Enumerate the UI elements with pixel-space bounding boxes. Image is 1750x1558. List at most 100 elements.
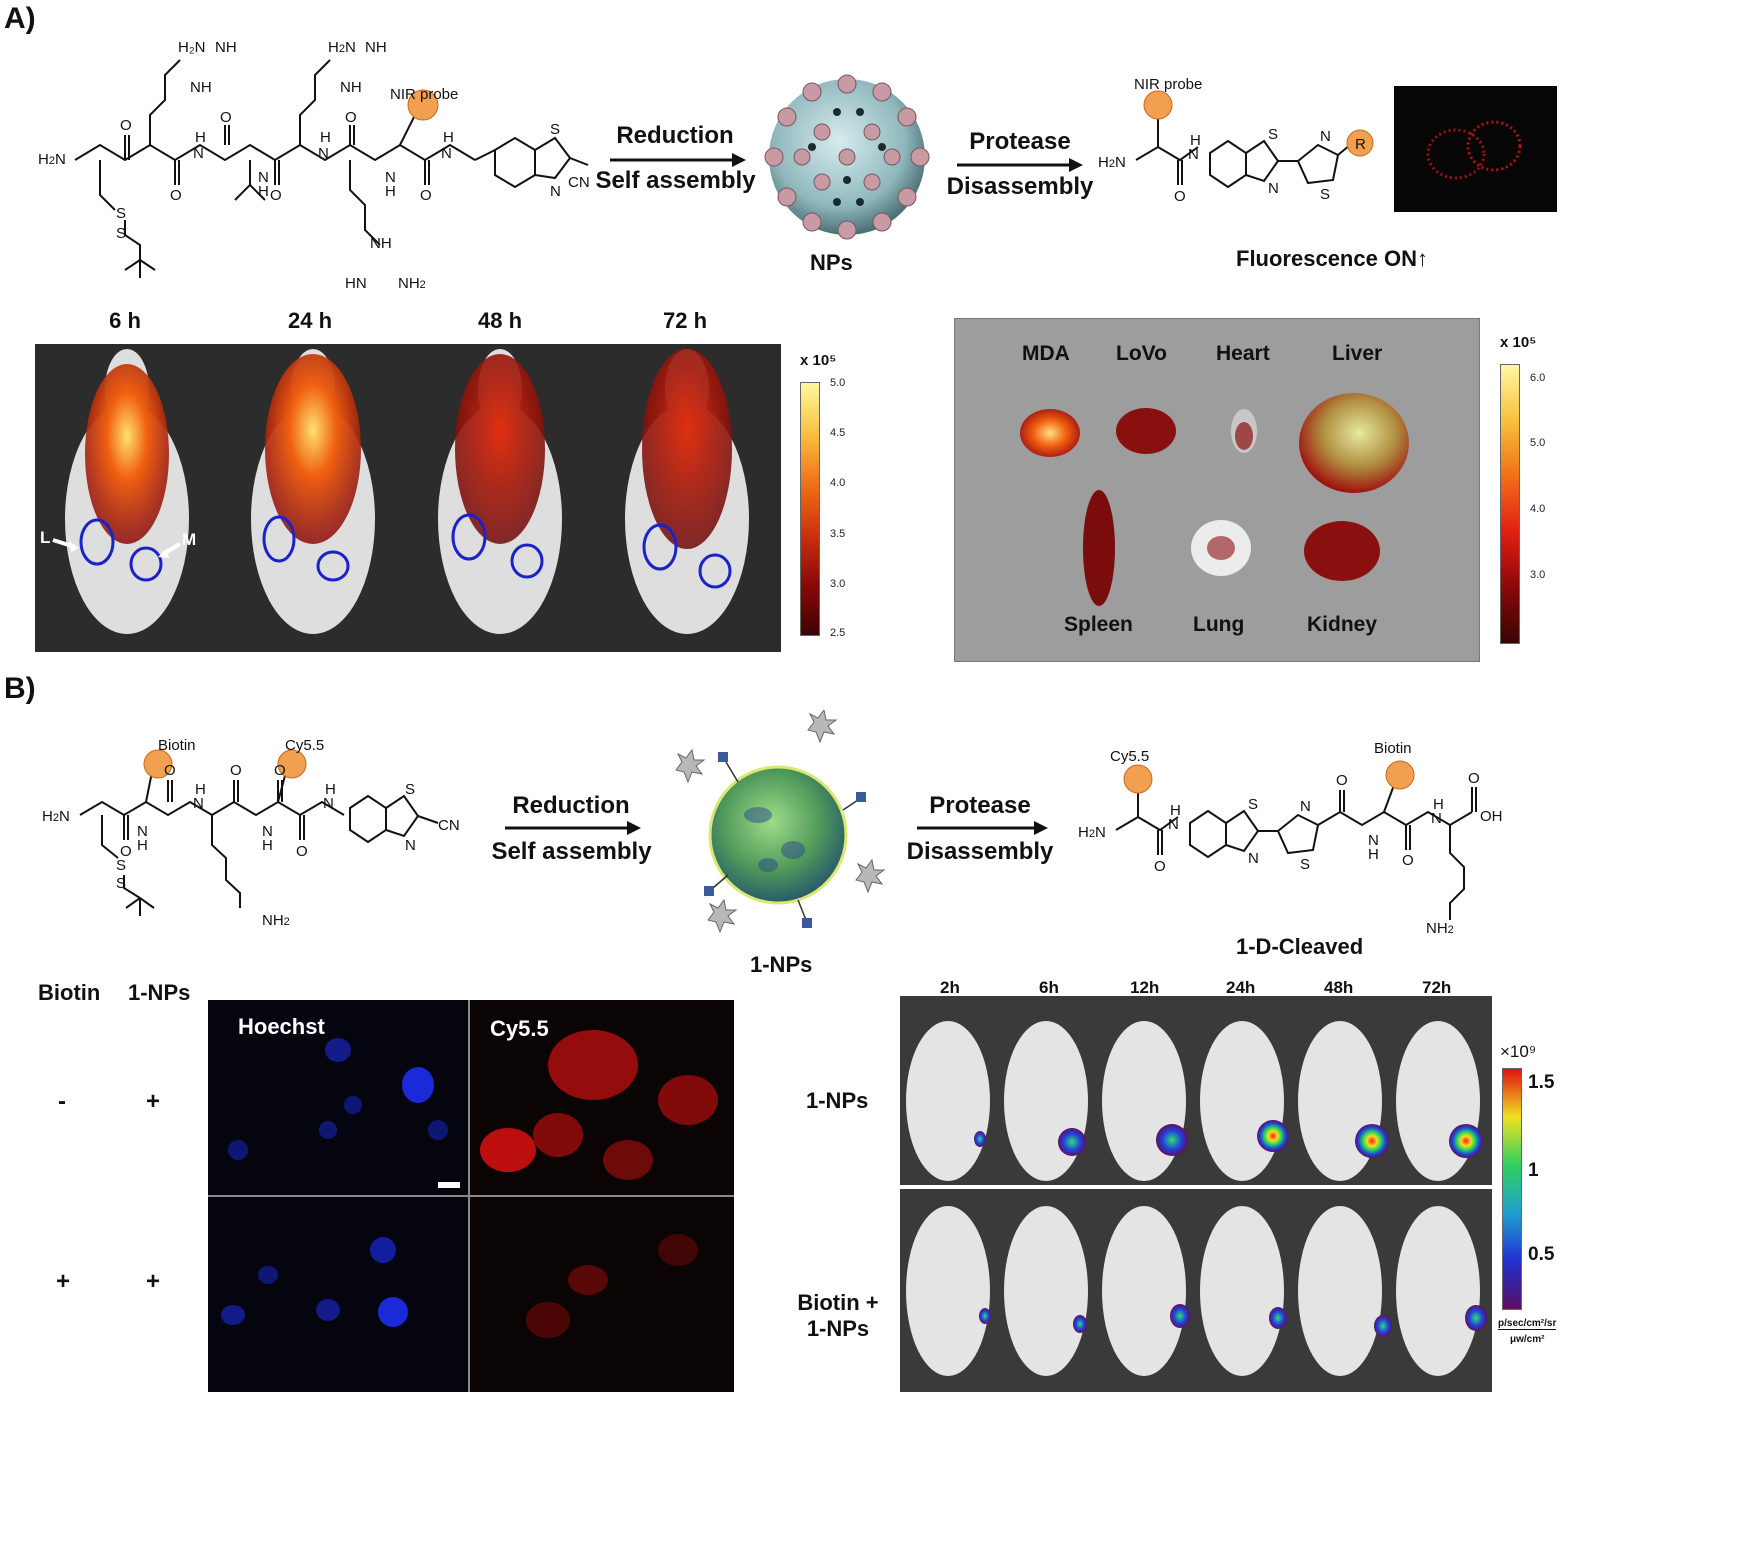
svg-text:R: R [1355, 136, 1366, 153]
organ-label-lung: Lung [1193, 613, 1245, 636]
colorbar-1-tick: 4.0 [830, 477, 846, 489]
svg-text:CN: CN [568, 174, 590, 191]
svg-text:S: S [1248, 796, 1258, 813]
colorbar-1-tick: 4.5 [830, 427, 846, 439]
panel-a-in-vivo-imaging [35, 344, 781, 652]
channel-label-cy55: Cy5.5 [490, 1016, 549, 1041]
panel-b-cleaved-product-structure: Cy5.5 Biotin H2N HN O S N N S O NH O HN … [1078, 740, 1503, 937]
organ-label-spleen: Spleen [1064, 613, 1133, 636]
svg-text:NH2: NH2 [262, 912, 290, 929]
panel-b-protease-arrow [917, 821, 1048, 835]
condition-row1-biotin: - [58, 1088, 66, 1115]
svg-text:S: S [550, 121, 560, 138]
svg-text:NH: NH [190, 79, 212, 96]
svg-text:O: O [270, 187, 282, 204]
panel-a-fluorescence-cell-image [1394, 86, 1557, 212]
svg-text:H: H [320, 129, 331, 146]
colorbar-2-tick: 5.0 [1530, 437, 1546, 449]
colorbar-1-tick: 2.5 [830, 627, 846, 639]
colorbar-2-tick: 3.0 [1530, 569, 1546, 581]
svg-text:N: N [193, 795, 204, 812]
svg-text:H2N: H2N [1098, 154, 1126, 171]
svg-text:N: N [385, 169, 396, 186]
svg-text:N: N [318, 145, 329, 162]
svg-text:H: H [1433, 796, 1444, 813]
condition-header-1nps: 1-NPs [128, 980, 191, 1005]
organ-imaging-panel [954, 318, 1480, 662]
colorbar-1-tick: 5.0 [830, 377, 846, 389]
colorbar-1-unit: x 10⁵ [800, 352, 837, 369]
svg-text:O: O [230, 762, 242, 779]
svg-text:NIR probe: NIR probe [390, 86, 458, 103]
svg-text:N: N [1248, 850, 1259, 867]
svg-text:H: H [1368, 846, 1379, 863]
svg-text:NH2: NH2 [398, 275, 426, 292]
svg-text:S: S [1320, 186, 1330, 203]
svg-text:H2N: H2N [328, 39, 356, 56]
svg-text:Cy5.5: Cy5.5 [1110, 748, 1149, 765]
svg-text:S: S [405, 781, 415, 798]
panel-b-time-6h: 6h [1039, 978, 1059, 997]
panel-b-arrow1-bottom-label: Self assembly [491, 838, 652, 865]
colorbar-b [1502, 1068, 1522, 1310]
svg-text:O: O [1402, 852, 1414, 869]
colorbar-b-tick: 0.5 [1528, 1244, 1555, 1265]
svg-text:O: O [170, 187, 182, 204]
svg-text:N: N [550, 183, 561, 200]
imaging-row-label-1nps: 1-NPs [806, 1088, 869, 1113]
svg-text:NH2: NH2 [1426, 920, 1454, 937]
panel-a-protease-arrow [957, 158, 1083, 172]
svg-text:N: N [137, 823, 148, 840]
svg-text:H: H [325, 781, 336, 798]
svg-text:O: O [120, 843, 132, 860]
tumor-label-l: L [40, 528, 51, 547]
svg-text:O: O [1154, 858, 1166, 875]
svg-text:Biotin: Biotin [158, 737, 196, 754]
svg-text:HN: HN [345, 275, 367, 292]
panel-b-arrow1-top-label: Reduction [512, 792, 630, 819]
svg-text:N: N [1320, 128, 1331, 145]
svg-text:O: O [1468, 770, 1480, 787]
svg-text:H: H [443, 129, 454, 146]
svg-text:H2N: H2N [1078, 824, 1106, 841]
panel-b-in-vivo-imaging [900, 996, 1492, 1392]
imaging-row-label-biotin-1nps: Biotin + 1-NPs [797, 1290, 879, 1341]
panel-a-reduction-arrow [610, 153, 746, 167]
svg-text:NH: NH [340, 79, 362, 96]
colorbar-1 [800, 382, 820, 636]
svg-text:H2N: H2N [42, 808, 70, 825]
svg-text:NH: NH [370, 235, 392, 252]
panel-b-reduction-arrow [505, 821, 641, 835]
svg-text:S: S [1268, 126, 1278, 143]
colorbar-b-unit: ×10⁹ [1500, 1042, 1537, 1061]
condition-row1-nps: + [146, 1088, 161, 1115]
panel-a-np-label: NPs [810, 250, 853, 275]
panel-a-time-24h: 24 h [287, 308, 333, 333]
panel-a-arrow1-bottom-label: Self assembly [595, 167, 756, 194]
svg-text:S: S [116, 225, 126, 242]
panel-b-time-72h: 72h [1422, 978, 1452, 997]
svg-text:N: N [1431, 810, 1442, 827]
svg-text:H: H [195, 781, 206, 798]
channel-label-hoechst: Hoechst [238, 1014, 325, 1039]
colorbar-2-unit: x 10⁵ [1500, 334, 1537, 351]
svg-text:O: O [1174, 188, 1186, 205]
svg-text:H: H [1190, 132, 1201, 149]
organ-label-mda: MDA [1022, 342, 1070, 365]
organ-label-heart: Heart [1216, 342, 1270, 365]
svg-text:CN: CN [438, 817, 460, 834]
svg-text:OH: OH [1480, 808, 1503, 825]
panel-b-label: B) [4, 672, 36, 705]
colorbar-b-tick: 1.5 [1528, 1072, 1555, 1093]
svg-text:Biotin: Biotin [1374, 740, 1412, 757]
svg-text:N: N [262, 823, 273, 840]
organ-label-liver: Liver [1332, 342, 1383, 365]
panel-b-nanoparticle-image [675, 710, 886, 934]
panel-b-time-48h: 48h [1324, 978, 1354, 997]
panel-a-cleaved-product-structure: NIR probe H2N HN O S N N S R [1098, 76, 1374, 205]
panel-a-nanoparticle-image [764, 74, 930, 240]
svg-text:H: H [137, 837, 148, 854]
cell-microscopy-grid [208, 1000, 734, 1392]
svg-text:O: O [274, 762, 286, 779]
svg-text:O: O [420, 187, 432, 204]
